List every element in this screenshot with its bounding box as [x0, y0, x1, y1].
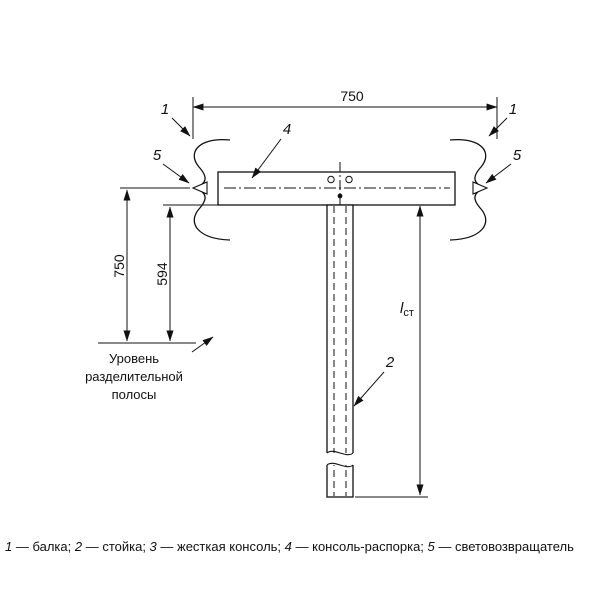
dim-value-top-750: 750 [340, 88, 364, 104]
break-wave-bottom [326, 462, 354, 468]
technical-drawing: 750 750 594 lст 1 1 4 5 5 2 Уровень разд… [85, 88, 522, 498]
callout-leader-1-right [488, 117, 508, 137]
break-wave-top [326, 450, 354, 456]
dim-value-left-750: 750 [111, 254, 127, 278]
callout-leader-2 [353, 371, 385, 407]
callout-leader-5-right [485, 163, 512, 184]
reflector-right [472, 181, 489, 195]
callout-4: 4 [283, 121, 291, 138]
legend-text-4: — консоль-распорка; [291, 539, 428, 554]
bolt-hole-right [345, 175, 353, 184]
bolt-center-dot [337, 193, 343, 199]
callout-5-right: 5 [513, 147, 522, 164]
callout-5-left: 5 [153, 147, 162, 164]
legend-text-3: — жесткая консоль; [156, 539, 285, 554]
post-outline [326, 204, 354, 498]
level-label-line1: Уровень [109, 351, 159, 366]
callout-leader-5-left [162, 163, 190, 184]
callout-1-left: 1 [161, 101, 169, 118]
dim-post-length-symbol: l [400, 300, 404, 317]
level-label-line3: полосы [112, 387, 157, 402]
reflector-left [191, 181, 208, 195]
legend-text-5: — световозвращатель [434, 539, 574, 554]
legend-num-4: 4 [284, 539, 292, 554]
legend-num-3: 3 [149, 539, 157, 554]
callout-leader-1-left [171, 117, 191, 137]
legend-caption: 1 — балка; 2 — стойка; 3 — жесткая консо… [5, 539, 598, 555]
legend-num-2: 2 [74, 539, 83, 554]
legend-text-2: — стойка; [82, 539, 150, 554]
legend-text-1: — балка; [12, 539, 75, 554]
dim-post-length-subscript: ст [403, 307, 414, 319]
break-mask [325, 453, 355, 465]
level-line-leader [191, 336, 214, 353]
bolt-hole-left [327, 175, 335, 184]
dim-value-left-594: 594 [154, 262, 170, 286]
legend-num-5: 5 [427, 539, 435, 554]
legend-num-1: 1 [5, 539, 13, 554]
level-label-line2: разделительной [85, 369, 183, 384]
callout-leader-4 [251, 138, 282, 179]
dim-value-post-length: lст [400, 300, 414, 319]
callout-1-right: 1 [509, 101, 517, 118]
callout-2: 2 [385, 354, 395, 371]
